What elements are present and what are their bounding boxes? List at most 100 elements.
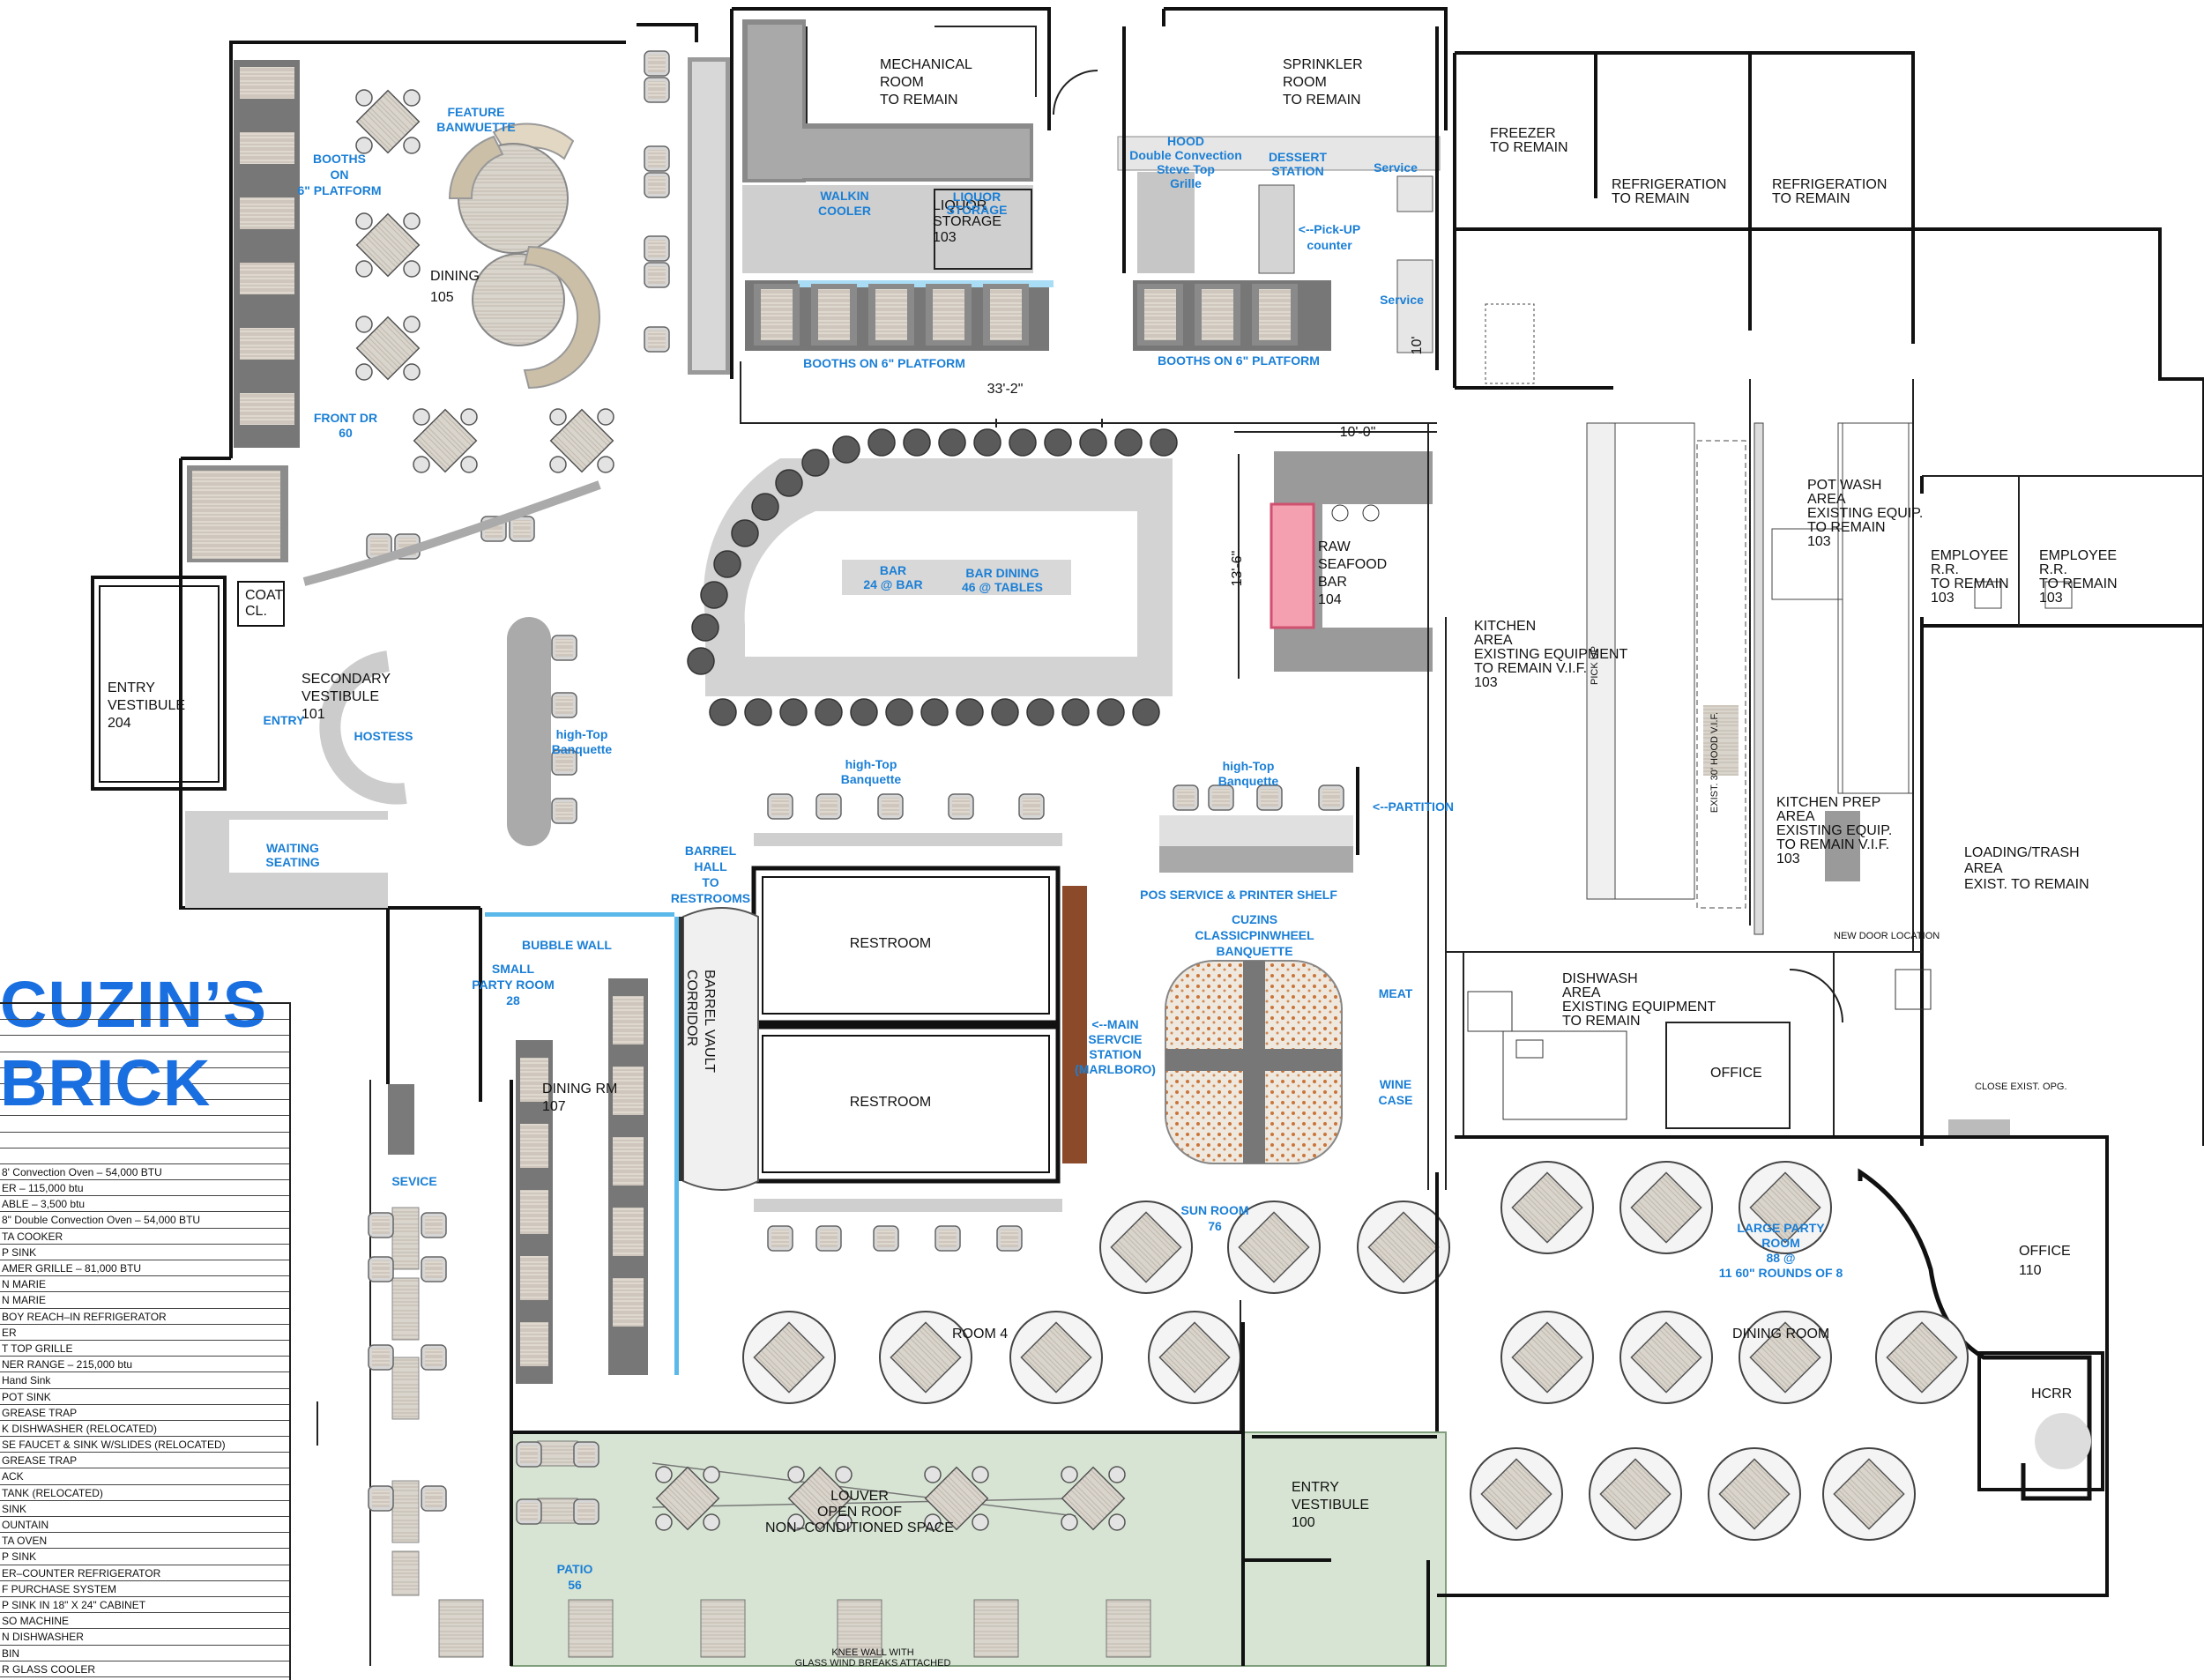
room-label-employee-rr-1: TO REMAIN	[1931, 576, 2009, 591]
room-label-liquor-storage: STORAGE	[933, 214, 1001, 229]
label-feature-banquette: FEATURE	[447, 105, 504, 119]
legend-row	[0, 1133, 289, 1148]
room-label-room-4: ROOM 4	[952, 1327, 1008, 1342]
label-waiting-seating: WAITING	[266, 841, 319, 855]
legend-row: GREASE TRAP	[0, 1453, 289, 1469]
room-label-dining-room: DINING ROOM	[1732, 1327, 1829, 1342]
legend-row: BIN	[0, 1646, 289, 1661]
label-high-top-banquette-3: Banquette	[1218, 774, 1279, 788]
label-main-service-station: <--MAIN	[1091, 1017, 1138, 1031]
label-meat: MEAT	[1379, 986, 1413, 1000]
legend-row: F PURCHASE SYSTEM	[0, 1581, 289, 1597]
label-high-top-banquette-2: high-Top	[845, 757, 897, 771]
room-label-employee-rr-2: TO REMAIN	[2039, 576, 2118, 591]
room-label-restroom-1: RESTROOM	[850, 936, 931, 951]
legend-row	[0, 1116, 289, 1133]
restrooms-block	[679, 793, 1087, 1252]
label-pickup-counter: <--Pick-UP	[1299, 222, 1360, 236]
legend-row: OUNTAIN	[0, 1517, 289, 1534]
room-label-entry-vestibule-204: 204	[108, 716, 131, 731]
room-label-dishwash: EXISTING EQUIPMENT	[1562, 1000, 1716, 1015]
label-large-party-room: ROOM	[1761, 1236, 1800, 1250]
label-feature-banquette: BANWUETTE	[436, 120, 515, 134]
room-label-new-door: NEW DOOR LOCATION	[1834, 931, 1940, 941]
room-label-kitchen: EXISTING EQUIPMENT	[1474, 647, 1627, 662]
room-label-entry-vestibule-100: ENTRY	[1292, 1480, 1339, 1495]
dimension-seafood-height: 13'-6"	[1230, 551, 1245, 587]
patio	[438, 1080, 1447, 1667]
legend-row: TANK (RELOCATED)	[0, 1485, 289, 1501]
label-pick-up-vertical: PICK UP	[1590, 646, 1600, 685]
label-high-top-banquette-3: high-Top	[1223, 759, 1275, 773]
label-walkin-cooler: WALKIN	[820, 189, 868, 203]
label-booths-platform: BOOTHS	[313, 152, 366, 166]
room-label-employee-rr-2: 103	[2039, 591, 2063, 606]
label-barrel-hall: RESTROOMS	[671, 891, 750, 905]
entry-vestibule-100	[1243, 1435, 1437, 1666]
large-party-room	[1437, 1135, 2109, 1597]
label-sevice: SEVICE	[391, 1174, 436, 1188]
legend-row: SE FAUCET & SINK W/SLIDES (RELOCATED)	[0, 1437, 289, 1453]
label-dessert-station: STATION	[1271, 164, 1323, 178]
label-main-service-station: SERVCIE	[1088, 1032, 1142, 1046]
label-cuzins-banquette: CUZINS	[1232, 912, 1277, 926]
label-bar-dining: 46 @ TABLES	[962, 580, 1043, 594]
room-label-secondary-vestibule: 101	[302, 707, 325, 722]
legend-row: ER–COUNTER REFRIGERATOR	[0, 1565, 289, 1581]
pinwheel-banquette	[1159, 767, 1359, 1164]
legend-row: 8' Convection Oven – 54,000 BTU	[0, 1164, 289, 1181]
room-label-raw-seafood-bar: BAR	[1318, 575, 1347, 590]
room-label-employee-rr-1: R.R.	[1931, 562, 1959, 577]
label-high-top-banquette-1: Banquette	[552, 742, 613, 756]
room-label-kitchen-prep: EXISTING EQUIP.	[1776, 823, 1892, 838]
label-sun-room: SUN ROOM	[1181, 1203, 1249, 1217]
legend-row: SO MACHINE	[0, 1613, 289, 1630]
legend-row	[0, 1052, 289, 1068]
room-label-restroom-2: RESTROOM	[850, 1095, 931, 1110]
label-liquor-storage-blue: STORAGE	[947, 203, 1008, 217]
room-label-mechanical: TO REMAIN	[880, 93, 958, 108]
legend-row: NER RANGE – 215,000 btu	[0, 1357, 289, 1373]
label-bar-seats: BAR	[880, 563, 906, 577]
room-label-entry-vestibule-204: VESTIBULE	[108, 698, 185, 713]
room-label-refrigeration-1: REFRIGERATION	[1612, 177, 1726, 192]
legend-row: TA OVEN	[0, 1533, 289, 1550]
label-booths-platform-2: BOOTHS ON 6" PLATFORM	[1158, 353, 1320, 368]
legend-row: ABLE – 3,500 btu	[0, 1196, 289, 1213]
legend-row: K DISHWASHER (RELOCATED)	[0, 1421, 289, 1438]
west-entry	[91, 457, 577, 910]
room-label-kitchen-prep: KITCHEN PREP	[1776, 795, 1880, 810]
legend-row	[0, 1036, 289, 1052]
label-barrel-hall: BARREL	[685, 844, 737, 858]
label-patio: PATIO	[557, 1562, 593, 1576]
legend-row: R GLASS COOLER	[0, 1661, 289, 1677]
platform-booths	[740, 280, 1437, 424]
room-label-entry-vestibule-100: VESTIBULE	[1292, 1498, 1369, 1513]
room-label-sprinkler: TO REMAIN	[1283, 93, 1361, 108]
label-wine-case: CASE	[1379, 1093, 1413, 1107]
room-label-dining-105: DINING	[430, 269, 480, 284]
label-service-mid: Service	[1380, 293, 1424, 307]
room-label-freezer: FREEZER	[1490, 126, 1556, 141]
dimension-seafood-width: 10'-0"	[1340, 425, 1376, 440]
room-label-kitchen: KITCHEN	[1474, 619, 1536, 634]
legend-row: P SINK IN 18" X 24" CABINET	[0, 1597, 289, 1614]
label-large-party-room: LARGE PARTY	[1737, 1221, 1825, 1235]
label-small-party-room: PARTY ROOM	[472, 978, 555, 992]
label-hood: Grille	[1170, 176, 1202, 190]
room-label-employee-rr-1: EMPLOYEE	[1931, 548, 2008, 563]
label-hood: Double Convection	[1129, 148, 1242, 162]
room-label-employee-rr-2: EMPLOYEE	[2039, 548, 2117, 563]
room-label-employee-rr-2: R.R.	[2039, 562, 2067, 577]
label-large-party-room: 11 60" ROUNDS OF 8	[1719, 1266, 1843, 1280]
legend-row	[0, 1068, 289, 1084]
legend-row: T TOP GRILLE	[0, 1341, 289, 1357]
label-booths-platform-1: BOOTHS ON 6" PLATFORM	[803, 356, 965, 370]
legend-row: SINK	[0, 1501, 289, 1517]
legend-row: POT SINK	[0, 1389, 289, 1405]
room-label-knee-wall: KNEE WALL WITH	[831, 1647, 913, 1658]
legend-row: Hand Sink	[0, 1372, 289, 1389]
legend-row	[0, 1100, 289, 1117]
